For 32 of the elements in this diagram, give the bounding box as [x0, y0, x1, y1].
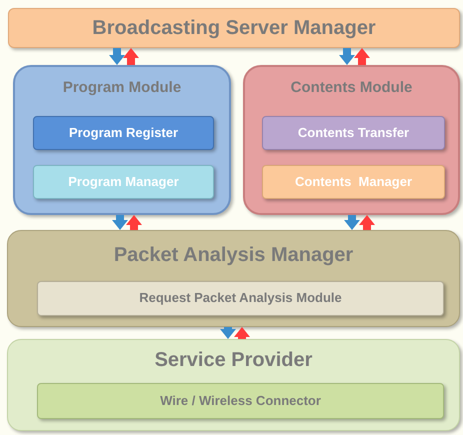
module-panel: [243, 65, 460, 215]
arrow: [126, 215, 142, 230]
arrow: [220, 327, 236, 339]
provider-panel: [7, 339, 460, 431]
arrow: [359, 215, 375, 230]
manager-bar: [8, 8, 460, 48]
heading: Packet Analysis Manager: [114, 243, 354, 268]
arrow: [339, 48, 355, 65]
heading: Contents Module: [290, 79, 412, 98]
heading: Service Provider: [154, 348, 312, 373]
box-label: Contents Manager: [294, 174, 412, 190]
arrow: [234, 327, 250, 339]
function-box: [262, 116, 445, 150]
function-box: [262, 165, 445, 199]
function-box: [33, 116, 214, 150]
arrow: [112, 215, 128, 230]
function-box: [37, 383, 444, 419]
arrow: [344, 215, 360, 230]
module-panel: [13, 65, 231, 215]
arrow: [109, 48, 125, 65]
manager-panel: [7, 230, 460, 327]
function-box: [33, 165, 214, 199]
heading: Program Module: [62, 79, 182, 98]
box-label: Program Register: [68, 124, 178, 142]
box-label: Contents Transfer: [298, 124, 410, 142]
arrow: [354, 48, 370, 65]
box-label: Request Packet Analysis Module: [139, 290, 342, 307]
heading: Broadcasting Server Manager: [92, 16, 376, 40]
function-box: [37, 281, 444, 316]
box-label: Wire / Wireless Connector: [160, 392, 321, 410]
arrow: [123, 48, 139, 65]
box-label: Program Manager: [68, 174, 179, 190]
